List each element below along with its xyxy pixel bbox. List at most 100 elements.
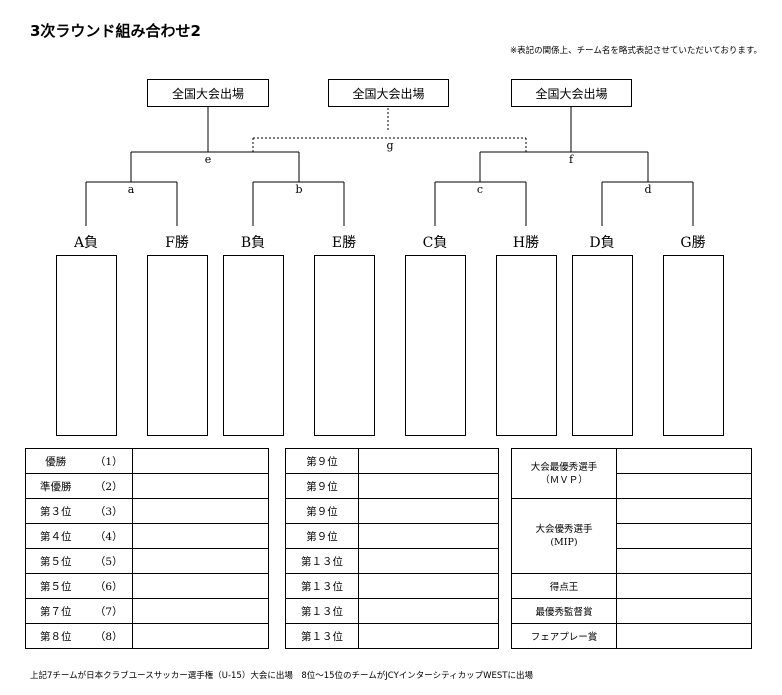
top-box-right: 全国大会出場 [511,79,632,107]
rank-place: 優勝 [25,448,86,474]
award-winner-cell [616,573,752,599]
table-row: 第１３位 [285,548,499,574]
table-row: 第９位 [285,523,499,549]
rank-team-cell [358,598,499,624]
ranking-table-middle: 第９位 第９位 第９位 第９位 第１３位 第１３位 第１３位 第１３位 [285,448,499,649]
rank-team-cell [132,473,269,499]
awards-table: 大会最優秀選手 （ＭＶＰ） 大会優秀選手 (MIP) 得点王 最優秀監督賞 フェ… [511,448,752,649]
team-slot-box [572,255,633,436]
table-row: 大会最優秀選手 （ＭＶＰ） [511,448,752,499]
rank-team-cell [358,523,499,549]
table-row: フェアプレー賞 [511,623,752,649]
rank-team-cell [132,498,269,524]
rank-place: 第１３位 [285,598,359,624]
award-fairplay-label: フェアプレー賞 [511,623,617,649]
rank-team-cell [132,548,269,574]
rank-number: （8） [85,623,133,649]
rank-number: （2） [85,473,133,499]
table-row: 第４位（4） [25,523,269,549]
rank-team-cell [358,573,499,599]
slot-label: D負 [589,235,615,251]
match-letter-c: c [476,183,484,196]
team-slot-box [147,255,208,436]
rank-place: 第５位 [25,548,86,574]
award-winner-cell [616,598,752,624]
match-letter-e: e [204,153,212,166]
page-title: 3次ラウンド組み合わせ2 [30,22,201,40]
award-scorer-label: 得点王 [511,573,617,599]
award-winner-cell [616,623,752,649]
table-row: 第７位（7） [25,598,269,624]
rank-team-cell [132,623,269,649]
match-letter-a: a [127,183,135,196]
rank-place: 第５位 [25,573,86,599]
rank-team-cell [132,448,269,474]
award-mip-subtitle: (MIP) [550,537,578,548]
table-row: 第１３位 [285,623,499,649]
rank-place: 第４位 [25,523,86,549]
award-winner-cell [616,548,752,574]
rank-place: 第９位 [285,523,359,549]
rank-place: 第１３位 [285,623,359,649]
rank-place: 第１３位 [285,548,359,574]
award-winner-cell [616,448,752,474]
award-winner-cell [616,523,752,549]
table-row: 最優秀監督賞 [511,598,752,624]
rank-place: 第７位 [25,598,86,624]
slot-label: F勝 [165,235,189,251]
rank-team-cell [358,448,499,474]
award-coach-label: 最優秀監督賞 [511,598,617,624]
rank-number: （7） [85,598,133,624]
ranking-table-left: 優勝（1） 準優勝（2） 第３位（3） 第４位（4） 第５位（5） 第５位（6）… [25,448,269,649]
award-winner-cell [616,473,752,499]
table-row: 第５位（5） [25,548,269,574]
rank-team-cell [358,498,499,524]
rank-team-cell [132,598,269,624]
team-slot-box [56,255,117,436]
abbreviation-note: ※表記の関係上、チーム名を略式表記させていただいております。 [509,46,762,56]
match-letter-b: b [295,183,303,196]
rank-place: 第９位 [285,498,359,524]
table-row: 優勝（1） [25,448,269,474]
rank-team-cell [358,548,499,574]
award-mip-label: 大会優秀選手 (MIP) [511,498,617,574]
rank-number: （4） [85,523,133,549]
rank-number: （1） [85,448,133,474]
table-row: 第９位 [285,498,499,524]
rank-team-cell [132,523,269,549]
match-letter-d: d [644,183,652,196]
table-row: 第１３位 [285,598,499,624]
slot-label: A負 [73,235,99,251]
award-mip-title: 大会優秀選手 [535,524,593,535]
rank-number: （5） [85,548,133,574]
table-row: 第９位 [285,448,499,474]
team-slot-box [405,255,466,436]
bracket-lines [85,107,694,226]
top-box-center: 全国大会出場 [328,79,449,107]
team-slot-box [496,255,557,436]
rank-place: 第３位 [25,498,86,524]
table-row: 大会優秀選手 (MIP) [511,498,752,574]
rank-number: （3） [85,498,133,524]
match-letter-g: g [386,139,394,152]
award-mvp-subtitle: （ＭＶＰ） [540,474,588,486]
slot-label: G勝 [680,235,706,251]
team-slot-box [314,255,375,436]
rank-team-cell [358,623,499,649]
table-row: 第８位（8） [25,623,269,649]
award-mvp-title: 大会最優秀選手 [530,461,598,473]
award-winner-cell [616,498,752,524]
rank-place: 第８位 [25,623,86,649]
table-row: 第３位（3） [25,498,269,524]
rank-team-cell [132,573,269,599]
slot-label: C負 [422,235,448,251]
slot-label: H勝 [512,235,540,251]
table-row: 第１３位 [285,573,499,599]
rank-number: （6） [85,573,133,599]
rank-place: 準優勝 [25,473,86,499]
table-row: 得点王 [511,573,752,599]
slot-label: E勝 [331,235,357,251]
slot-label: B負 [240,235,266,251]
rank-place: 第１３位 [285,573,359,599]
table-row: 第９位 [285,473,499,499]
